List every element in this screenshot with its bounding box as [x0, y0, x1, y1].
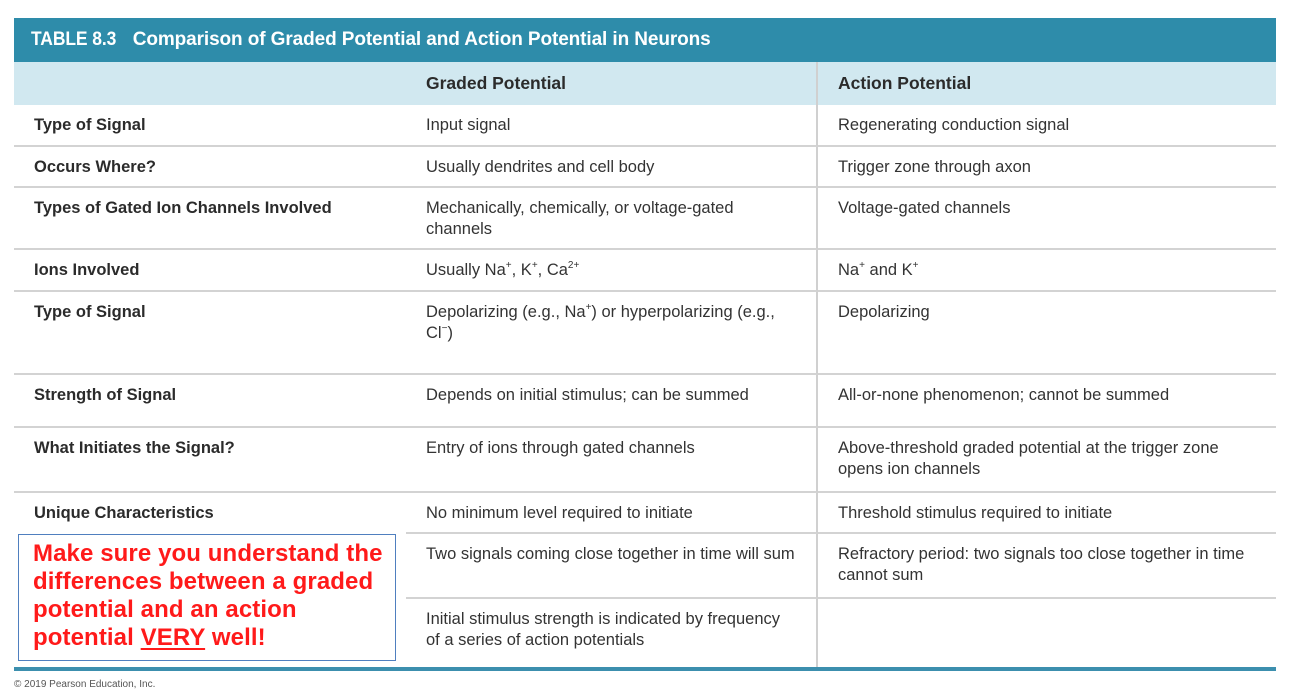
table-bottom-rule	[14, 667, 1276, 671]
graded-cell-ions: Usually Na+, K+, Ca2+	[406, 250, 818, 292]
row-label: Occurs Where?	[14, 147, 406, 188]
action-cell: Above-threshold graded potential at the …	[818, 428, 1276, 493]
action-cell: Depolarizing	[818, 292, 1276, 375]
header-empty	[14, 62, 406, 105]
action-cell: All-or-none phenomenon; cannot be summed	[818, 375, 1276, 428]
row-label: Unique Characteristics	[34, 504, 214, 522]
graded-cell: Initial stimulus strength is indicated b…	[406, 599, 818, 667]
table-title-bar: TABLE 8.3 Comparison of Graded Potential…	[14, 18, 1276, 62]
row-label: Types of Gated Ion Channels Involved	[14, 188, 406, 250]
header-action-potential: Action Potential	[818, 62, 1276, 105]
comparison-table: TABLE 8.3 Comparison of Graded Potential…	[14, 18, 1276, 667]
table-grid: Graded Potential Action Potential Type o…	[14, 62, 1276, 667]
copyright-text: © 2019 Pearson Education, Inc.	[14, 679, 156, 690]
graded-cell: Mechanically, chemically, or voltage-gat…	[406, 188, 818, 250]
action-cell: Voltage-gated channels	[818, 188, 1276, 250]
action-cell: Refractory period: two signals too close…	[818, 534, 1276, 599]
graded-cell: No minimum level required to initiate	[406, 493, 818, 534]
graded-cell-polarization: Depolarizing (e.g., Na+) or hyperpolariz…	[406, 292, 818, 375]
graded-cell: Entry of ions through gated channels	[406, 428, 818, 493]
graded-cell: Depends on initial stimulus; can be summ…	[406, 375, 818, 428]
row-label: What Initiates the Signal?	[14, 428, 406, 493]
study-note-emphasis: VERY	[140, 624, 206, 651]
graded-cell: Usually dendrites and cell body	[406, 147, 818, 188]
action-cell: Threshold stimulus required to initiate	[818, 493, 1276, 534]
row-label: Strength of Signal	[14, 375, 406, 428]
row-label: Ions Involved	[14, 250, 406, 292]
graded-cell: Two signals coming close together in tim…	[406, 534, 818, 599]
action-cell-ions: Na+ and K+	[818, 250, 1276, 292]
graded-cell: Input signal	[406, 105, 818, 147]
study-note-box: Make sure you understand the differences…	[18, 534, 396, 661]
action-cell: Regenerating conduction signal	[818, 105, 1276, 147]
table-number: TABLE 8.3	[31, 29, 117, 50]
study-note-text: Make sure you understand the differences…	[33, 540, 383, 651]
row-label: Type of Signal	[14, 105, 406, 147]
action-cell-empty	[818, 599, 1276, 667]
header-graded-potential: Graded Potential	[406, 62, 818, 105]
table-title: Comparison of Graded Potential and Actio…	[132, 29, 711, 50]
action-cell: Trigger zone through axon	[818, 147, 1276, 188]
row-label: Type of Signal	[14, 292, 406, 375]
